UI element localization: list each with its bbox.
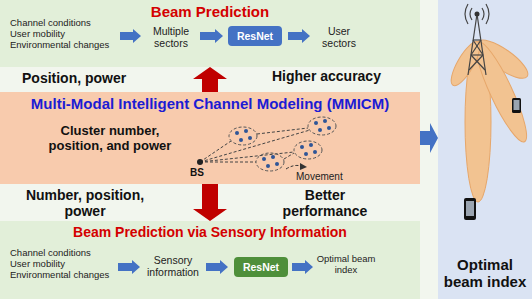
movement-label: Movement xyxy=(296,171,343,183)
cluster-outline xyxy=(256,153,284,171)
scatterer-dot xyxy=(244,129,248,133)
scatterer-dot xyxy=(318,128,322,132)
phone-screen xyxy=(514,100,520,110)
tower-bar xyxy=(473,39,481,40)
signal-arc xyxy=(470,8,472,20)
scatterer-dot xyxy=(314,121,318,125)
movement-arrowhead xyxy=(300,163,307,170)
arrow-note: Position, power xyxy=(22,70,126,86)
arrow-note: Higher accuracy xyxy=(272,68,381,84)
base-station-dot xyxy=(197,159,203,165)
path-line xyxy=(284,153,294,159)
block-arrow xyxy=(193,184,227,221)
box-label: ResNet xyxy=(237,30,273,42)
scatterer-dot xyxy=(262,157,266,161)
arrow-note: Number, position, power xyxy=(26,187,144,219)
antenna-tip xyxy=(475,12,480,17)
scatterer-dot xyxy=(327,126,331,130)
path-line xyxy=(200,162,256,163)
scatterer-dot xyxy=(235,131,239,135)
input-list: Channel conditions User mobility Environ… xyxy=(10,18,109,51)
scatterer-dot xyxy=(266,164,270,168)
cluster-outline xyxy=(294,141,322,159)
scatterer-dot xyxy=(271,155,275,159)
flow-label: Sensory information xyxy=(147,254,199,278)
flow-arrow xyxy=(200,29,223,43)
bs-label: BS xyxy=(190,167,204,179)
signal-arc xyxy=(482,8,484,20)
band-title: Multi-Modal Intelligent Channel Modeling… xyxy=(31,95,389,112)
scatterer-dot xyxy=(309,143,313,147)
phone-screen xyxy=(466,201,474,216)
flow-arrow xyxy=(206,260,228,274)
cluster-outline xyxy=(229,127,257,145)
flow-arrow xyxy=(118,260,140,274)
arrow-note: Better performance xyxy=(283,187,368,219)
antenna-illustration xyxy=(438,0,532,299)
flow-arrow xyxy=(288,29,310,43)
phone-icon xyxy=(464,198,476,220)
movement-arrow xyxy=(286,165,301,169)
panel-title: Beam Prediction via Sensory Information xyxy=(73,224,347,240)
scatterer-dot xyxy=(304,152,308,156)
scatterer-dot xyxy=(275,162,279,166)
path-line xyxy=(200,152,294,162)
cluster-outline xyxy=(308,117,336,135)
flow-label: User sectors xyxy=(322,25,356,49)
panel-title: Beam Prediction xyxy=(151,3,269,20)
path-line xyxy=(257,128,308,134)
resnet-box: ResNet xyxy=(234,257,288,277)
block-arrow xyxy=(420,123,438,153)
output-panel: Optimal beam index xyxy=(438,0,532,299)
input-list: Channel conditions User mobility Environ… xyxy=(10,248,109,281)
scatterer-dot xyxy=(300,145,304,149)
beam-lobe xyxy=(446,38,485,89)
tower-bar xyxy=(473,40,483,55)
scatterer-dot xyxy=(248,136,252,140)
tower-bar xyxy=(471,55,485,70)
signal-arc xyxy=(465,4,468,24)
tower-bar xyxy=(471,54,483,55)
panel-caption: Optimal beam index xyxy=(444,256,527,291)
path-line xyxy=(200,130,310,162)
flow-label: Optimal beam index xyxy=(317,254,376,276)
scatterer-dot xyxy=(323,119,327,123)
resnet-box: ResNet xyxy=(228,26,282,46)
flow-label: Multiple sectors xyxy=(153,25,189,49)
tower-bar xyxy=(471,40,481,55)
block-arrow xyxy=(193,67,227,92)
model-band: Multi-Modal Intelligent Channel Modeling… xyxy=(0,92,420,184)
tower-bar xyxy=(469,55,483,70)
box-label: ResNet xyxy=(243,261,279,273)
scatterer-dot xyxy=(313,150,317,154)
flow-arrow xyxy=(292,260,313,274)
scatterer-dot xyxy=(239,138,243,142)
band-text: Cluster number, position, and power xyxy=(49,124,172,154)
signal-arc xyxy=(486,4,489,24)
flow-arrow xyxy=(120,29,141,43)
phone-icon xyxy=(512,98,521,113)
